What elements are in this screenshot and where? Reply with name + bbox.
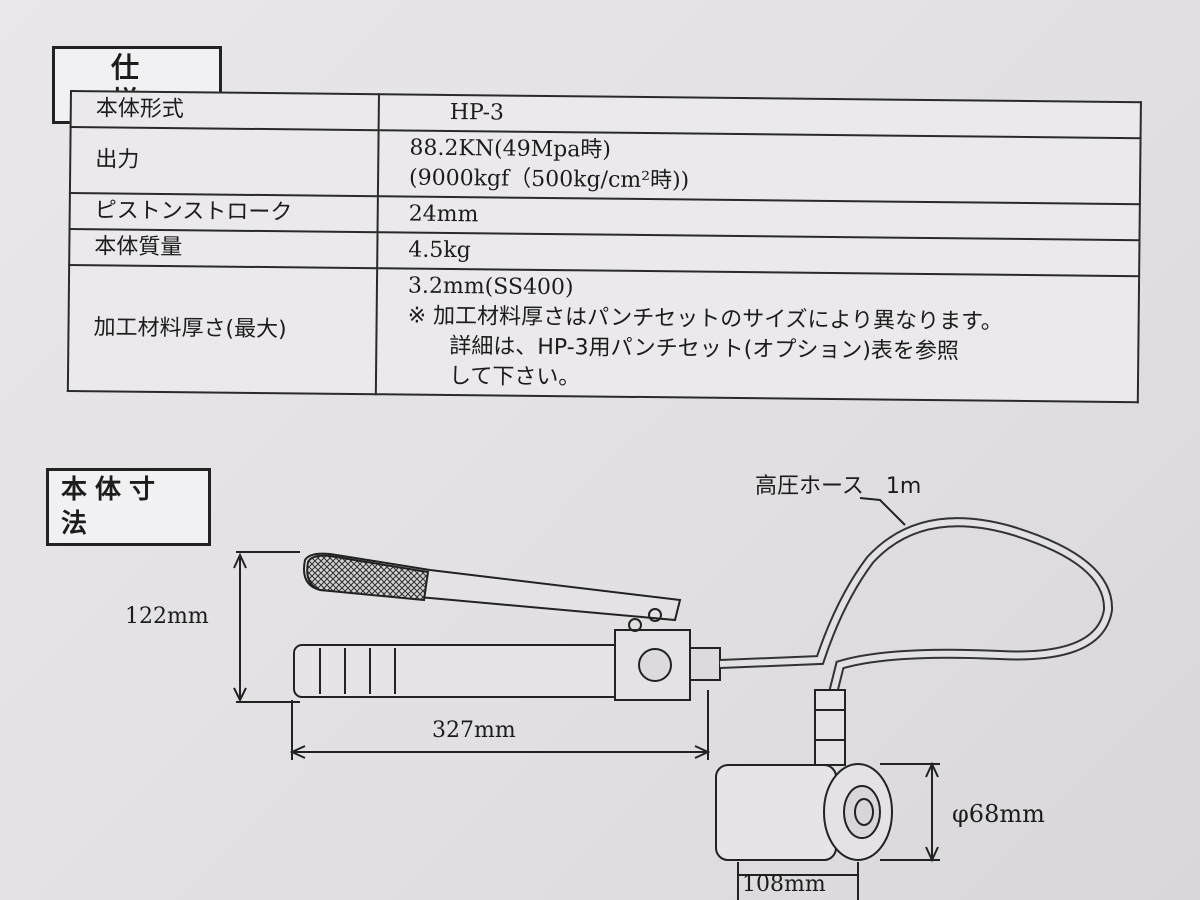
height-label: 122mm <box>125 604 209 629</box>
hose-label: 高圧ホース 1m <box>755 474 922 499</box>
diameter-label: φ68mm <box>952 800 1045 828</box>
pump-reservoir <box>293 644 625 698</box>
length-label: 327mm <box>432 718 516 743</box>
dimension-section-title: 本体寸法 <box>46 468 211 546</box>
punch-cylinder <box>715 764 837 861</box>
cylinder-length-label: 108mm <box>742 872 826 897</box>
high-pressure-hose <box>719 517 1114 707</box>
